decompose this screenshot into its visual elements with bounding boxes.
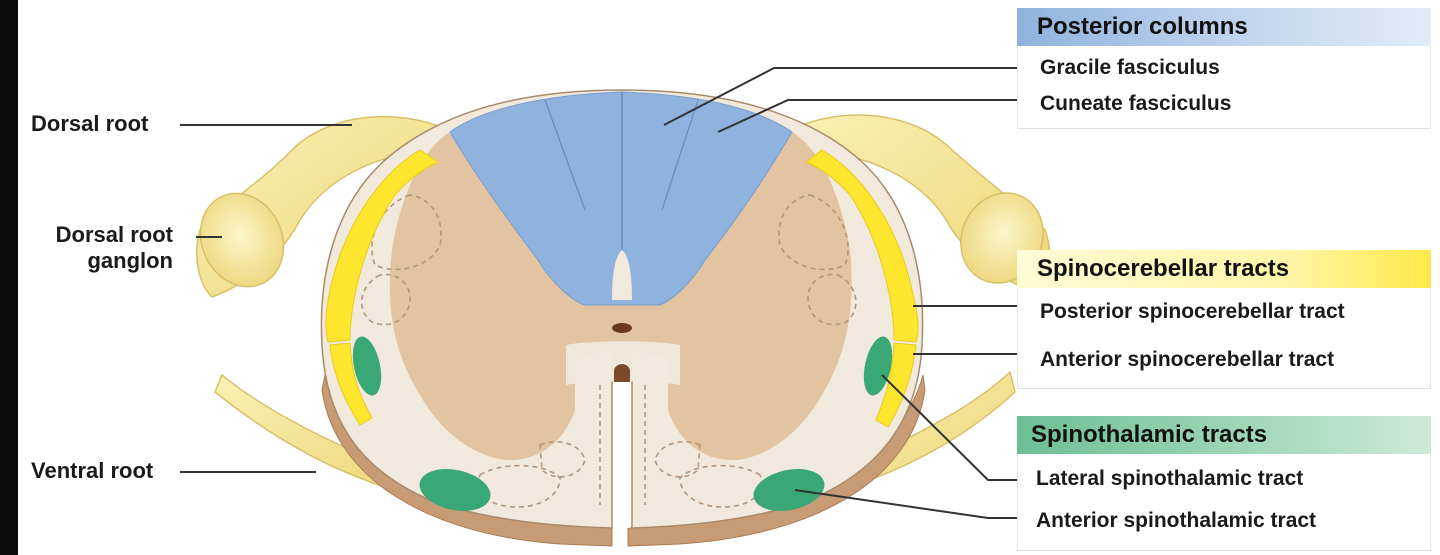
anterior-spinocerebellar-tract-right	[875, 342, 917, 428]
dorsal-root-left	[196, 115, 449, 298]
label-gracile-fasciculus: Gracile fasciculus	[1040, 56, 1220, 79]
panel-spinocerebellar-body: Posterior spinocerebellar tract Anterior…	[1017, 288, 1431, 389]
label-dorsal-root-ganglion-line1: Dorsal root	[55, 222, 173, 247]
posterior-spinocerebellar-tract-left	[325, 149, 440, 343]
anterior-median-fissure	[614, 362, 630, 528]
panel-spinocerebellar-tracts: Spinocerebellar tracts Posterior spinoce…	[1017, 250, 1431, 389]
central-canal	[612, 323, 632, 333]
label-dorsal-root-ganglion: Dorsal root ganglon	[35, 222, 173, 275]
label-lateral-spinothalamic-tract: Lateral spinothalamic tract	[1036, 467, 1304, 490]
fissure-top	[614, 364, 630, 382]
panel-spinocerebellar-title: Spinocerebellar tracts	[1017, 250, 1431, 288]
left-border	[0, 0, 18, 555]
panel-spinothalamic-body: Lateral spinothalamic tract Anterior spi…	[1017, 454, 1431, 551]
anterior-spinothalamic-tract-left	[419, 469, 491, 511]
label-anterior-spinothalamic-tract: Anterior spinothalamic tract	[1036, 509, 1317, 532]
lateral-spinothalamic-tract-right	[863, 336, 893, 396]
label-dorsal-root-ganglion-line2: ganglon	[87, 248, 173, 274]
intermediate-septum-left	[544, 99, 586, 211]
panel-posterior-columns-title: Posterior columns	[1017, 8, 1431, 46]
label-posterior-spinocerebellar-tract: Posterior spinocerebellar tract	[1040, 300, 1345, 323]
white-matter-subdivisions	[360, 194, 857, 508]
leader-lines	[180, 67, 1023, 519]
posterior-notch	[612, 250, 632, 300]
posterior-columns	[449, 91, 793, 306]
label-cuneate-fasciculus: Cuneate fasciculus	[1040, 92, 1232, 115]
panel-posterior-columns: Posterior columns Gracile fasciculus Cun…	[1017, 8, 1431, 129]
intermediate-septum-right	[661, 99, 699, 211]
label-dorsal-root: Dorsal root	[31, 111, 149, 136]
panel-spinothalamic-tracts: Spinothalamic tracts Lateral spinothalam…	[1017, 416, 1431, 551]
label-ventral-root: Ventral root	[31, 458, 154, 483]
panel-posterior-columns-body: Gracile fasciculus Cuneate fasciculus	[1017, 46, 1431, 129]
posterior-spinocerebellar-tract-right	[805, 149, 919, 343]
panel-spinothalamic-title: Spinothalamic tracts	[1017, 416, 1431, 454]
label-anterior-spinocerebellar-tract: Anterior spinocerebellar tract	[1040, 348, 1335, 371]
anterior-spinocerebellar-tract-left	[329, 342, 373, 426]
gray-matter	[389, 132, 852, 461]
lateral-spinothalamic-tract-left	[352, 336, 382, 396]
anterior-spinothalamic-tract-right	[753, 469, 825, 511]
